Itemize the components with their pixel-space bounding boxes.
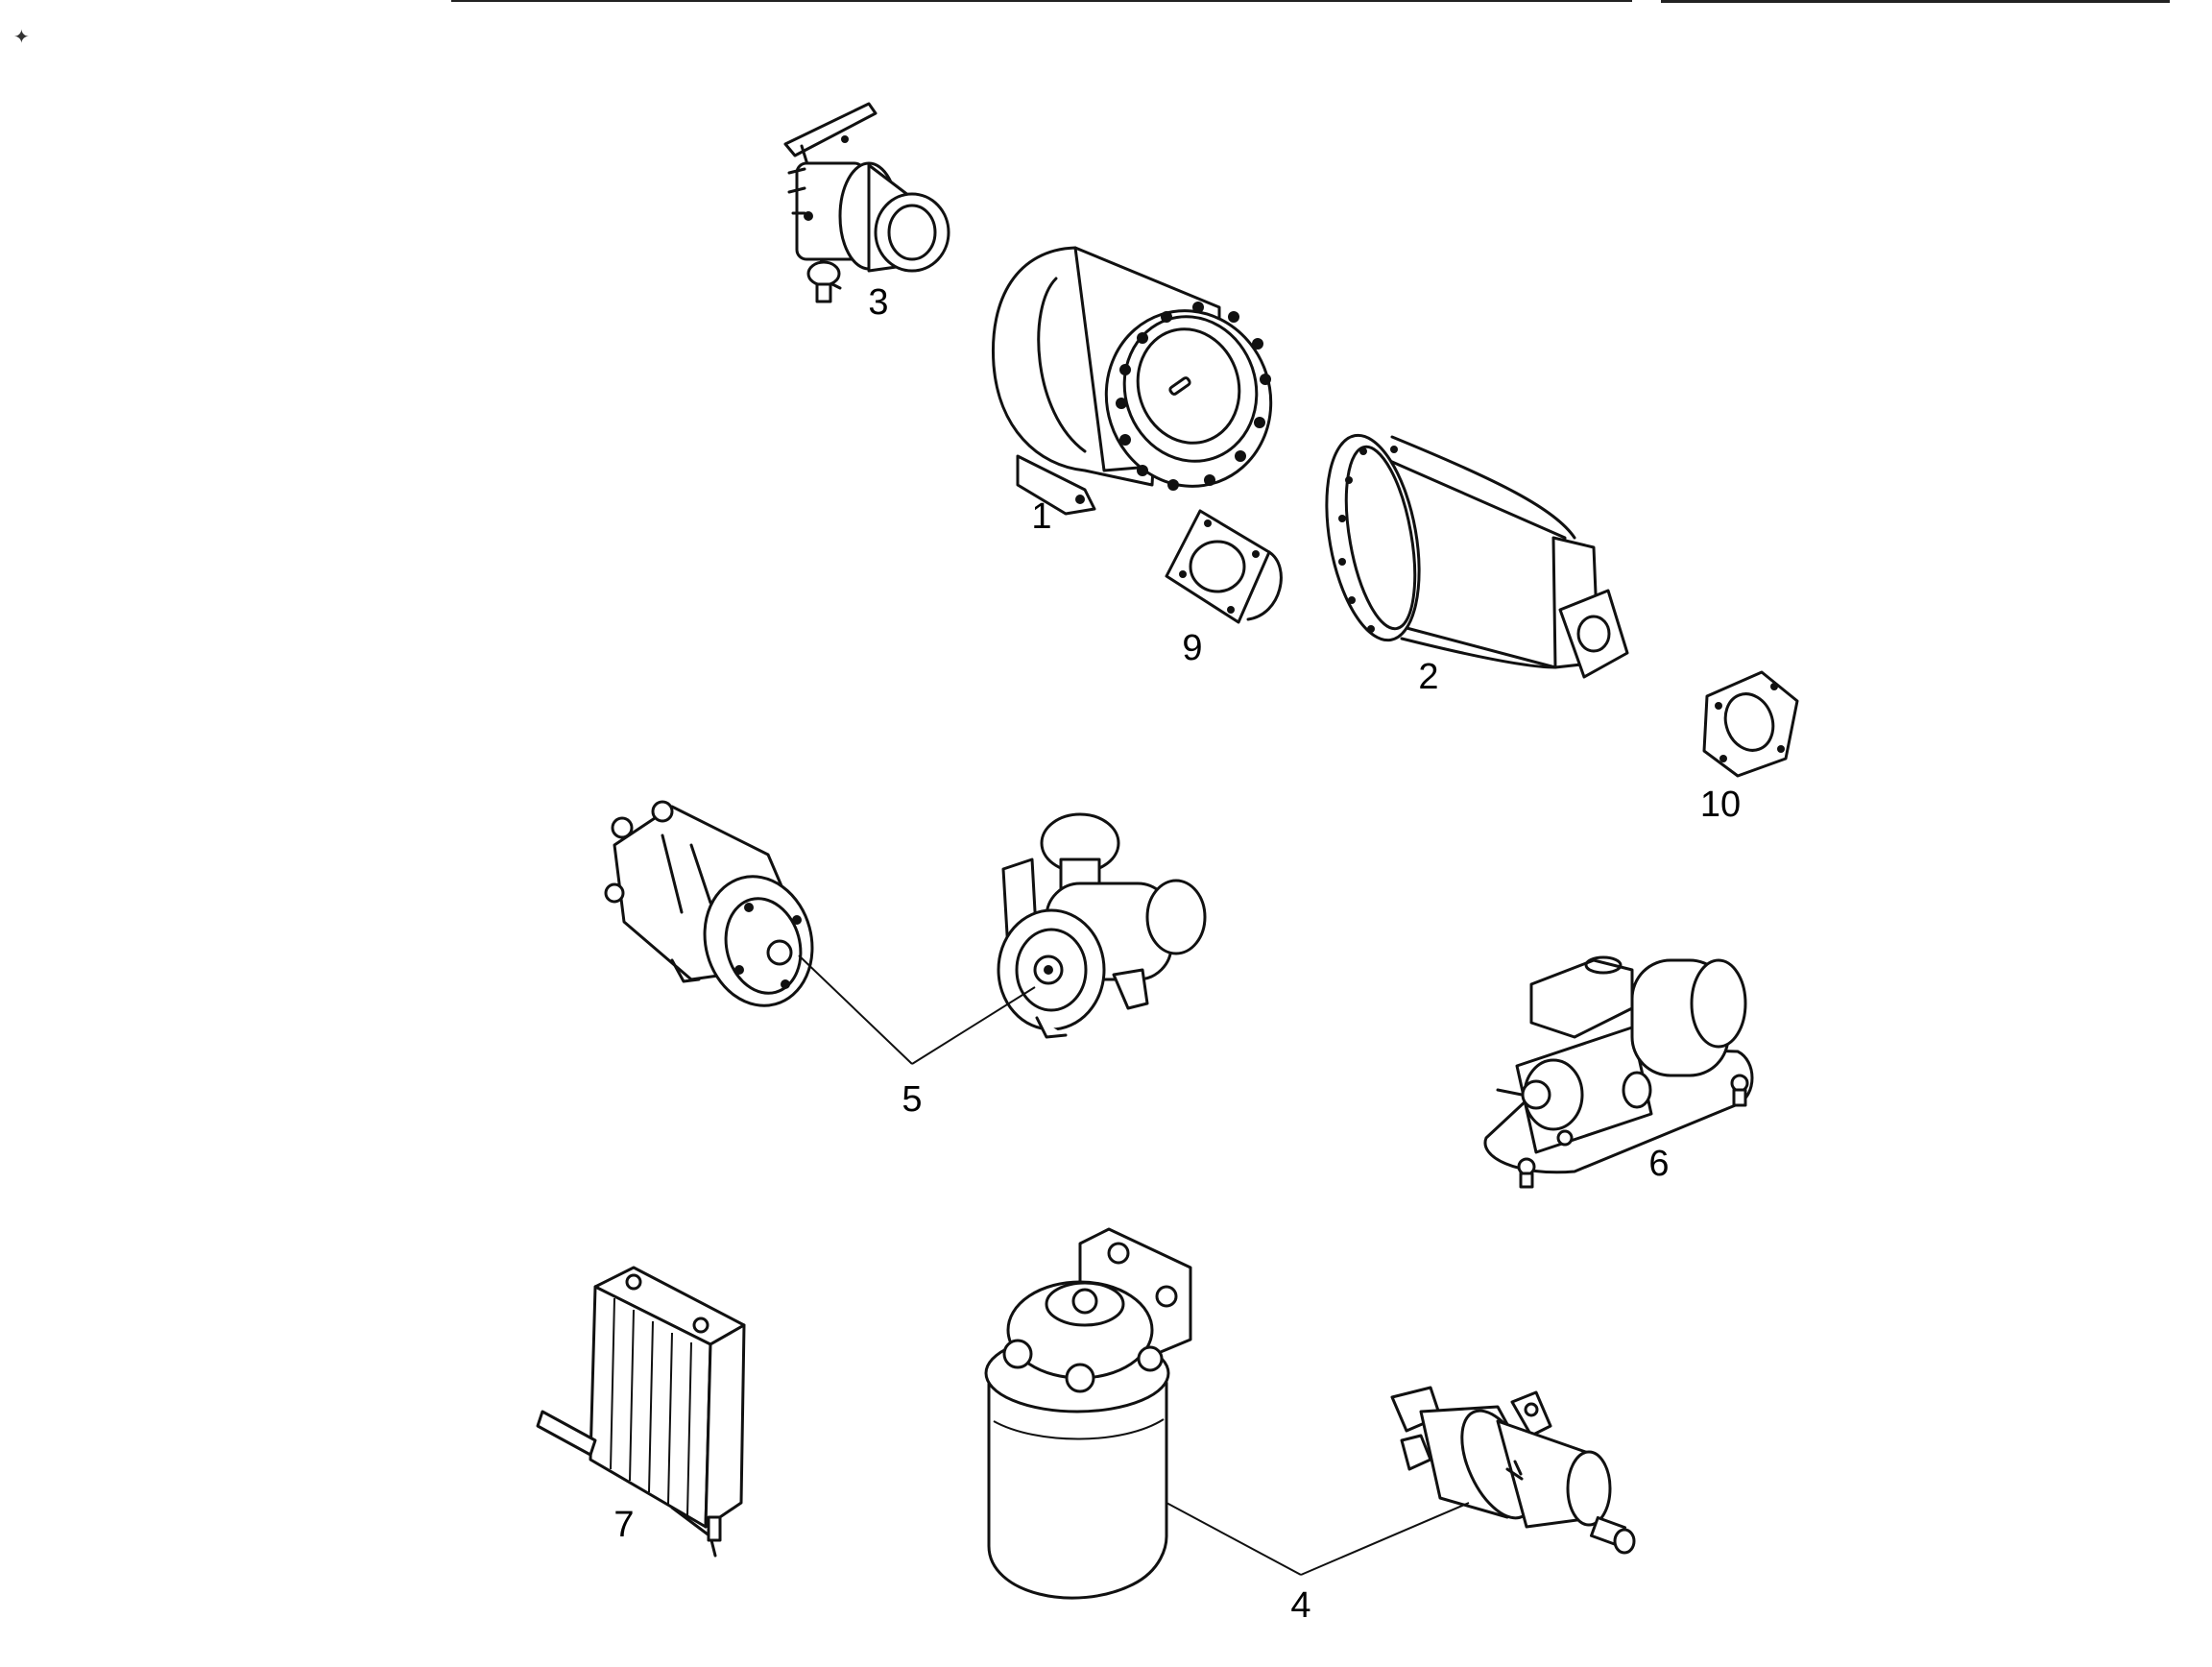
part-5a-drawing xyxy=(604,800,814,1007)
part-label-7: 7 xyxy=(613,1505,635,1545)
part-label-3: 3 xyxy=(868,282,889,323)
part-label-4: 4 xyxy=(1290,1585,1311,1626)
part-label-6: 6 xyxy=(1648,1144,1670,1184)
part-5b-drawing xyxy=(997,812,1207,1039)
corner-mark: ✦ xyxy=(13,27,30,48)
part-1-drawing xyxy=(991,246,1273,516)
part-label-5: 5 xyxy=(902,1079,923,1120)
part-7-drawing xyxy=(536,1266,746,1558)
part-label-1: 1 xyxy=(1031,496,1052,537)
part-9-drawing xyxy=(1165,509,1283,624)
leader-line-4b xyxy=(1300,1502,1470,1576)
leader-line-5a xyxy=(798,954,913,1065)
part-10-drawing xyxy=(1702,670,1799,778)
part-2-drawing xyxy=(1325,433,1629,679)
leader-line-4a xyxy=(1166,1502,1302,1576)
part-label-9: 9 xyxy=(1182,628,1203,668)
top-border-line xyxy=(451,0,1632,2)
part-4b-drawing xyxy=(1390,1386,1636,1555)
part-label-2: 2 xyxy=(1418,657,1439,697)
top-border-line-right xyxy=(1661,0,2170,3)
part-3-drawing xyxy=(783,102,950,303)
part-label-10: 10 xyxy=(1699,785,1742,825)
leader-line-5b xyxy=(911,986,1036,1065)
part-6-drawing xyxy=(1483,955,1754,1189)
part-4a-drawing xyxy=(984,1227,1192,1600)
